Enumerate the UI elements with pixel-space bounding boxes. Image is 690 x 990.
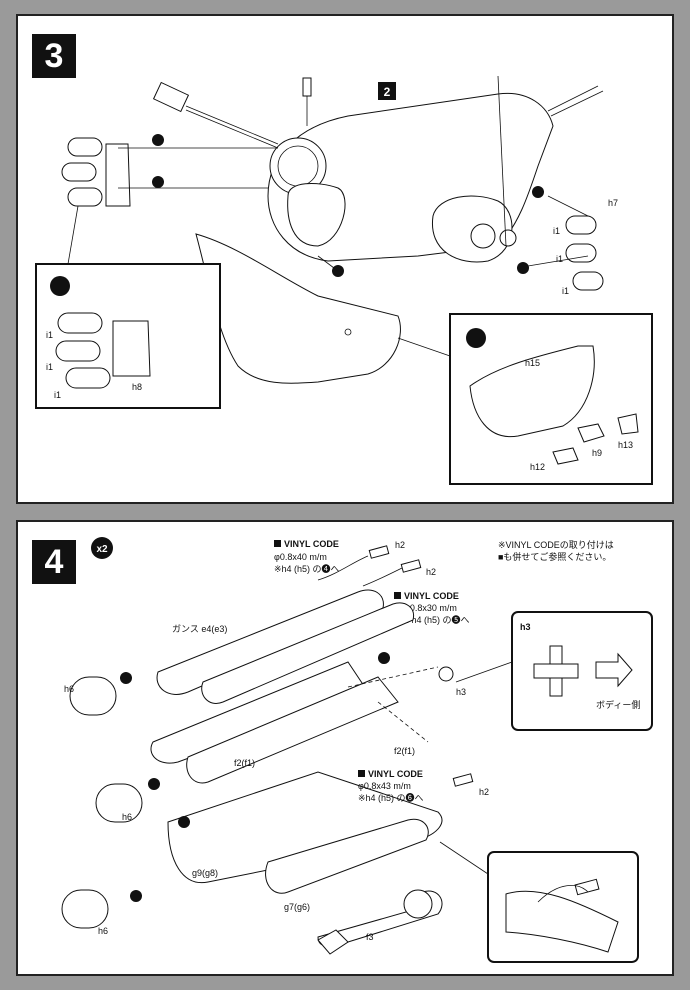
label-h2: h2 (395, 540, 405, 550)
inset-nozzle-parts (55, 312, 151, 389)
label-h13: h13 (618, 440, 633, 450)
label-g7: g7(g6) (284, 902, 310, 912)
label-i1: i1 (553, 226, 560, 236)
gun-label: ガンス e4(e3) (172, 624, 227, 634)
assembly-markers (152, 134, 544, 277)
cover-panel-part (195, 233, 401, 384)
label-h12: h12 (530, 462, 545, 472)
label-i1: i1 (562, 286, 569, 296)
nozzle-cluster-right (565, 215, 604, 291)
step-number: 4 (32, 540, 76, 584)
label-h2: h2 (426, 567, 436, 577)
vinyl-code-note: ※h4 (h5) の❹へ (274, 564, 340, 574)
inset-marker (50, 276, 70, 296)
label-i1: i1 (556, 254, 563, 264)
inset-h3-direction: ボディー側 (596, 699, 640, 710)
step-3-drawing: 2 (35, 75, 653, 485)
step-4-drawing: x2 ※VINYL CODEの取り付けは ■も併せてご参照ください。 VINYL… (61, 537, 653, 963)
multiplier-badge: x2 (96, 544, 108, 555)
label-h7: h7 (608, 198, 618, 208)
label-i1: i1 (46, 330, 53, 340)
vinyl-code-size: φ0.8x40 m/m (274, 552, 327, 562)
label-h3: h3 (456, 687, 466, 697)
step-3-panel: 3 2 (16, 14, 674, 504)
label-h8: h8 (132, 382, 142, 392)
label-h15: h15 (525, 358, 540, 368)
label-f3: f3 (366, 932, 374, 942)
label-f2: f2(f1) (234, 758, 255, 768)
vinyl-note-line2: ■も併せてご参照ください。 (498, 551, 611, 562)
step-4-panel: 4 x2 ※VINYL CODEの取り付けは ■も併せてご参照ください。 VIN… (16, 520, 674, 976)
vinyl-code-title: VINYL CODE (404, 591, 459, 601)
label-i1: i1 (54, 390, 61, 400)
label-h6: h6 (98, 926, 108, 936)
label-h6: h6 (64, 684, 74, 694)
vinyl-code-size: φ0.8x30 m/m (404, 603, 457, 613)
inset-h3-title: h3 (520, 622, 531, 632)
vinyl-code-title: VINYL CODE (368, 769, 423, 779)
label-f2: f2(f1) (394, 746, 415, 756)
label-h9: h9 (592, 448, 602, 458)
ship-body-part (152, 75, 604, 263)
vinyl-code-note: ※h4 (h5) の❻へ (358, 793, 424, 803)
inset-h3-box (511, 611, 653, 731)
h6-parts (61, 676, 143, 929)
step-number: 3 (32, 34, 76, 78)
vinyl-code-title: VINYL CODE (284, 539, 339, 549)
upper-shell-parts (150, 589, 443, 955)
label-i1: i1 (46, 362, 53, 372)
nozzle-cluster-left (61, 137, 131, 207)
vinyl-code-size: φ0.8x43 m/m (358, 781, 411, 791)
label-h2: h2 (479, 787, 489, 797)
label-h6: h6 (122, 812, 132, 822)
inset-marker (466, 328, 486, 348)
vinyl-code-note: ※h4 (h5) の❺へ (404, 615, 470, 625)
label-g9: g9(g8) (192, 868, 218, 878)
assembly-markers (120, 652, 390, 902)
subassembly-ref: 2 (384, 85, 391, 99)
vinyl-note-line1: ※VINYL CODEの取り付けは (498, 540, 614, 550)
subassembly-ref-box (378, 82, 396, 100)
